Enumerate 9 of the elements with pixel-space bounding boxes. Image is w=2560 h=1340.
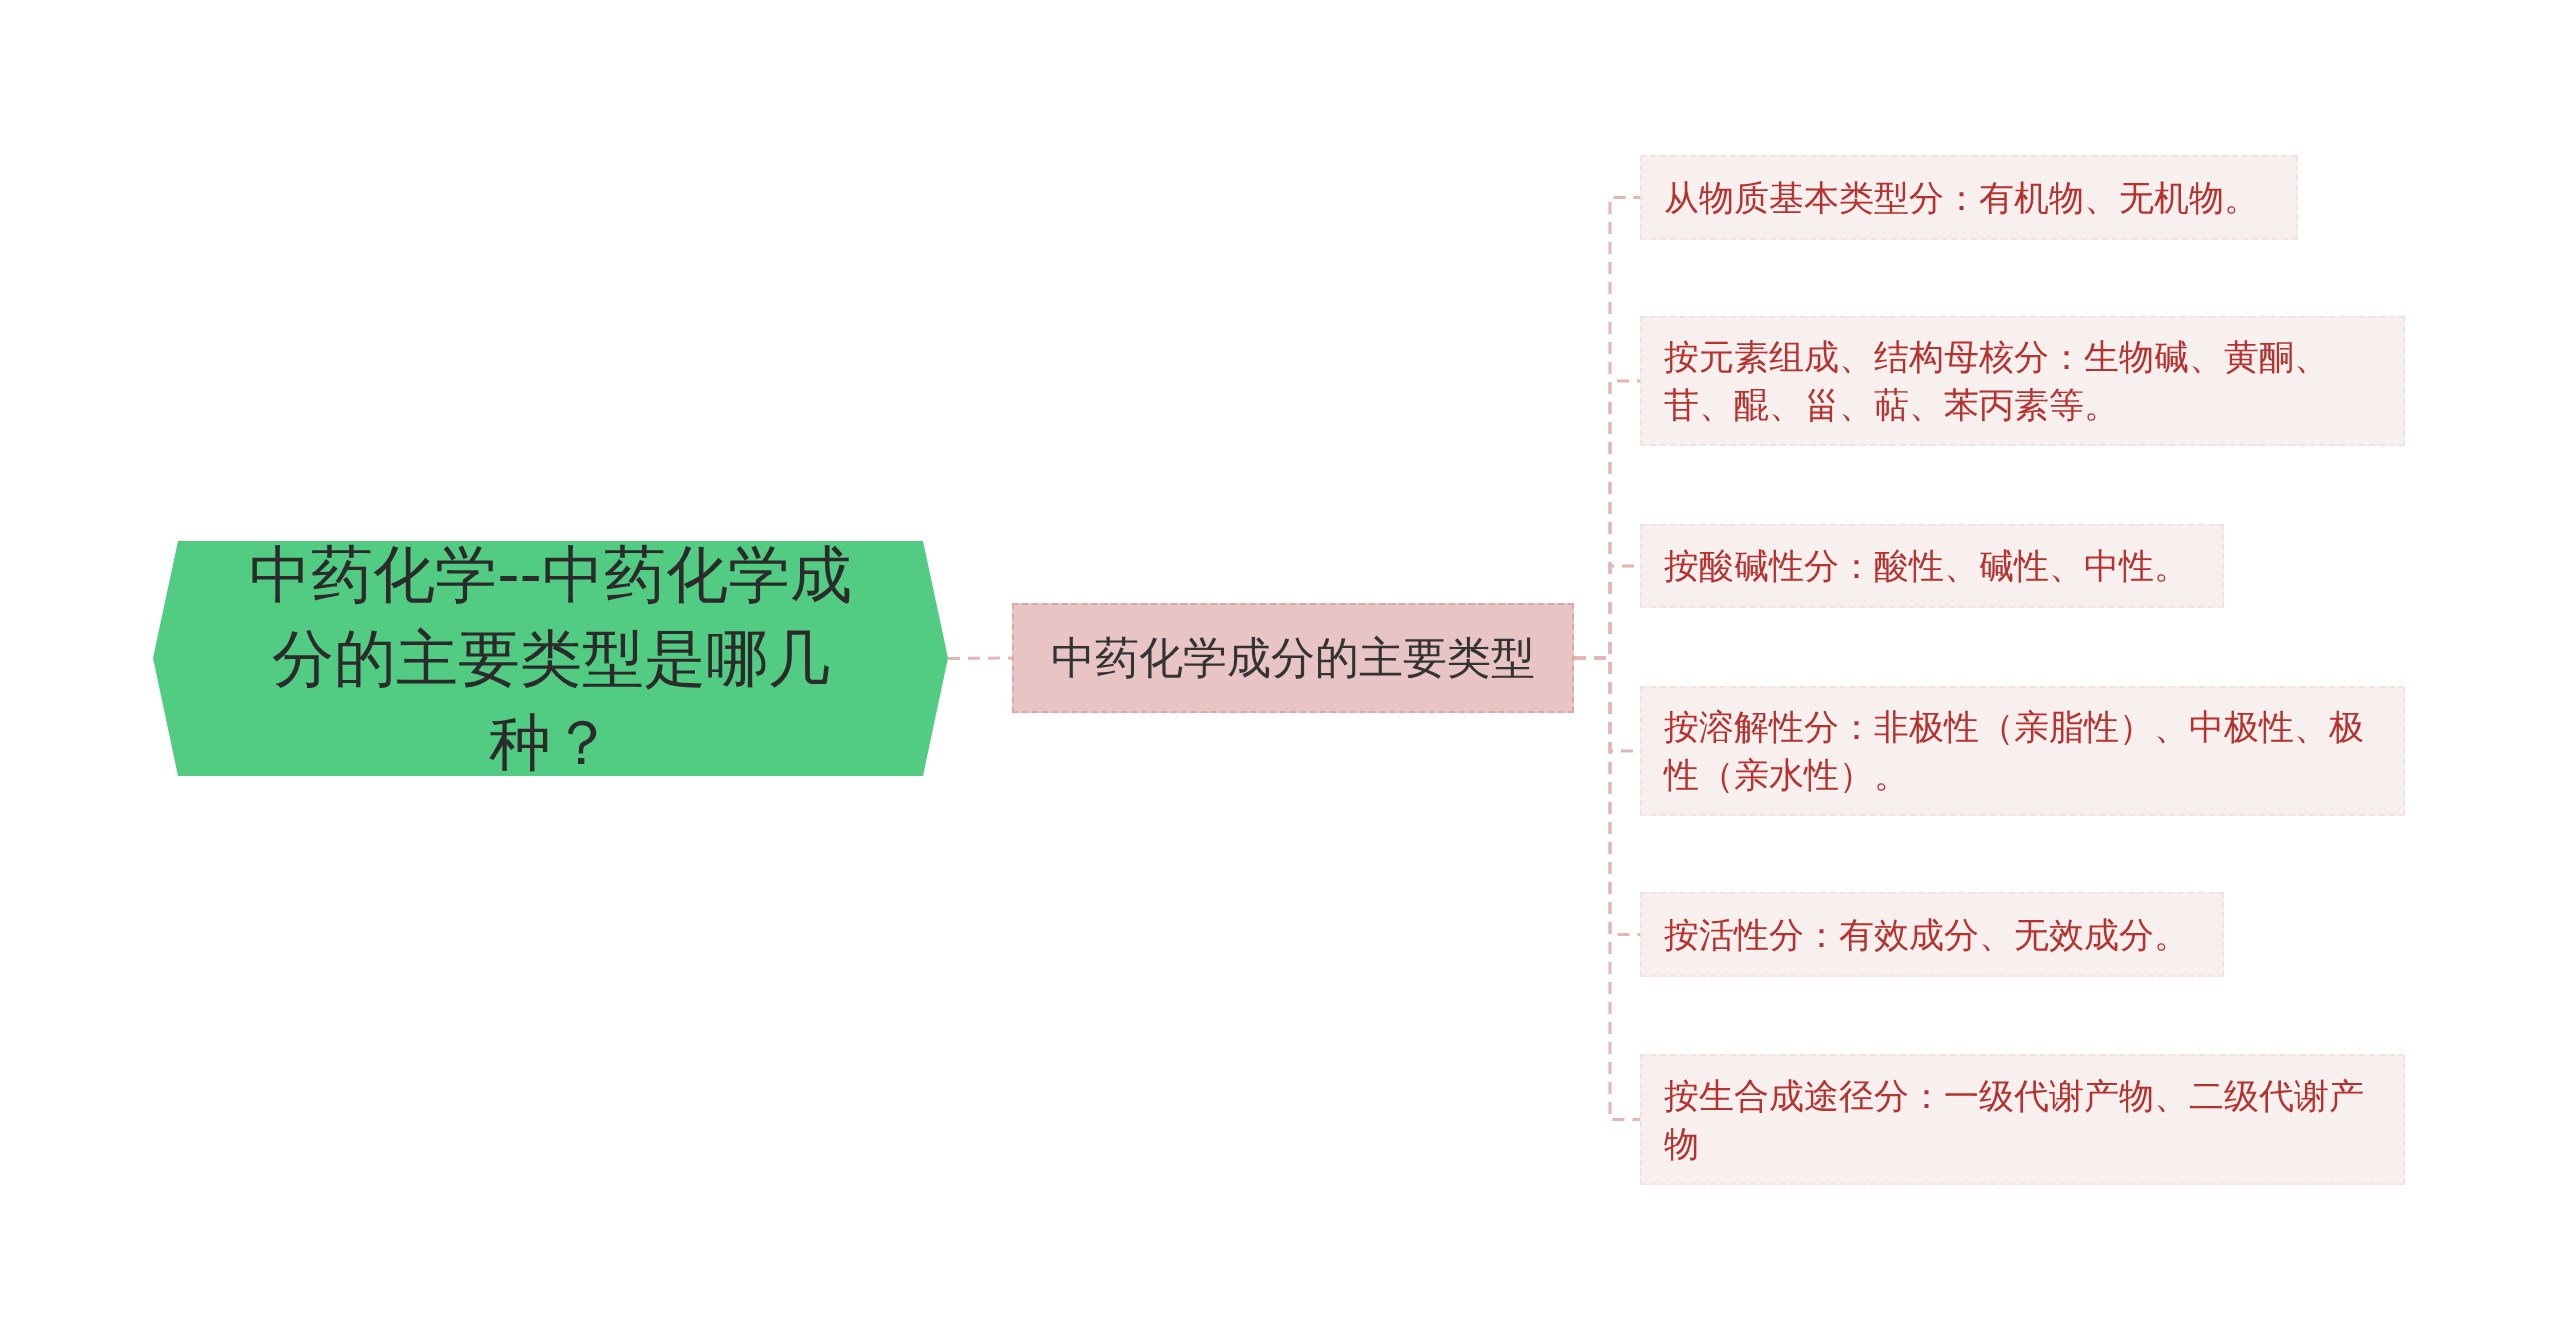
branch-box: 从物质基本类型分：有机物、无机物。 [1640, 155, 2298, 240]
branch-box: 按酸碱性分：酸性、碱性、中性。 [1640, 524, 2224, 608]
connector-line [948, 656, 1012, 660]
topic-box: 中药化学成分的主要类型 [1012, 603, 1574, 713]
title-hexagon: 中药化学--中药化学成分的主要类型是哪几种？ [153, 541, 948, 776]
branch-box: 按元素组成、结构母核分：生物碱、黄酮、苷、醌、甾、萜、苯丙素等。 [1640, 316, 2405, 446]
branch-box: 按溶解性分：非极性（亲脂性）、中极性、极性（亲水性）。 [1640, 686, 2405, 816]
branch-box: 按活性分：有效成分、无效成分。 [1640, 892, 2224, 977]
branch-box: 按生合成途径分：一级代谢产物、二级代谢产物 [1640, 1054, 2405, 1185]
